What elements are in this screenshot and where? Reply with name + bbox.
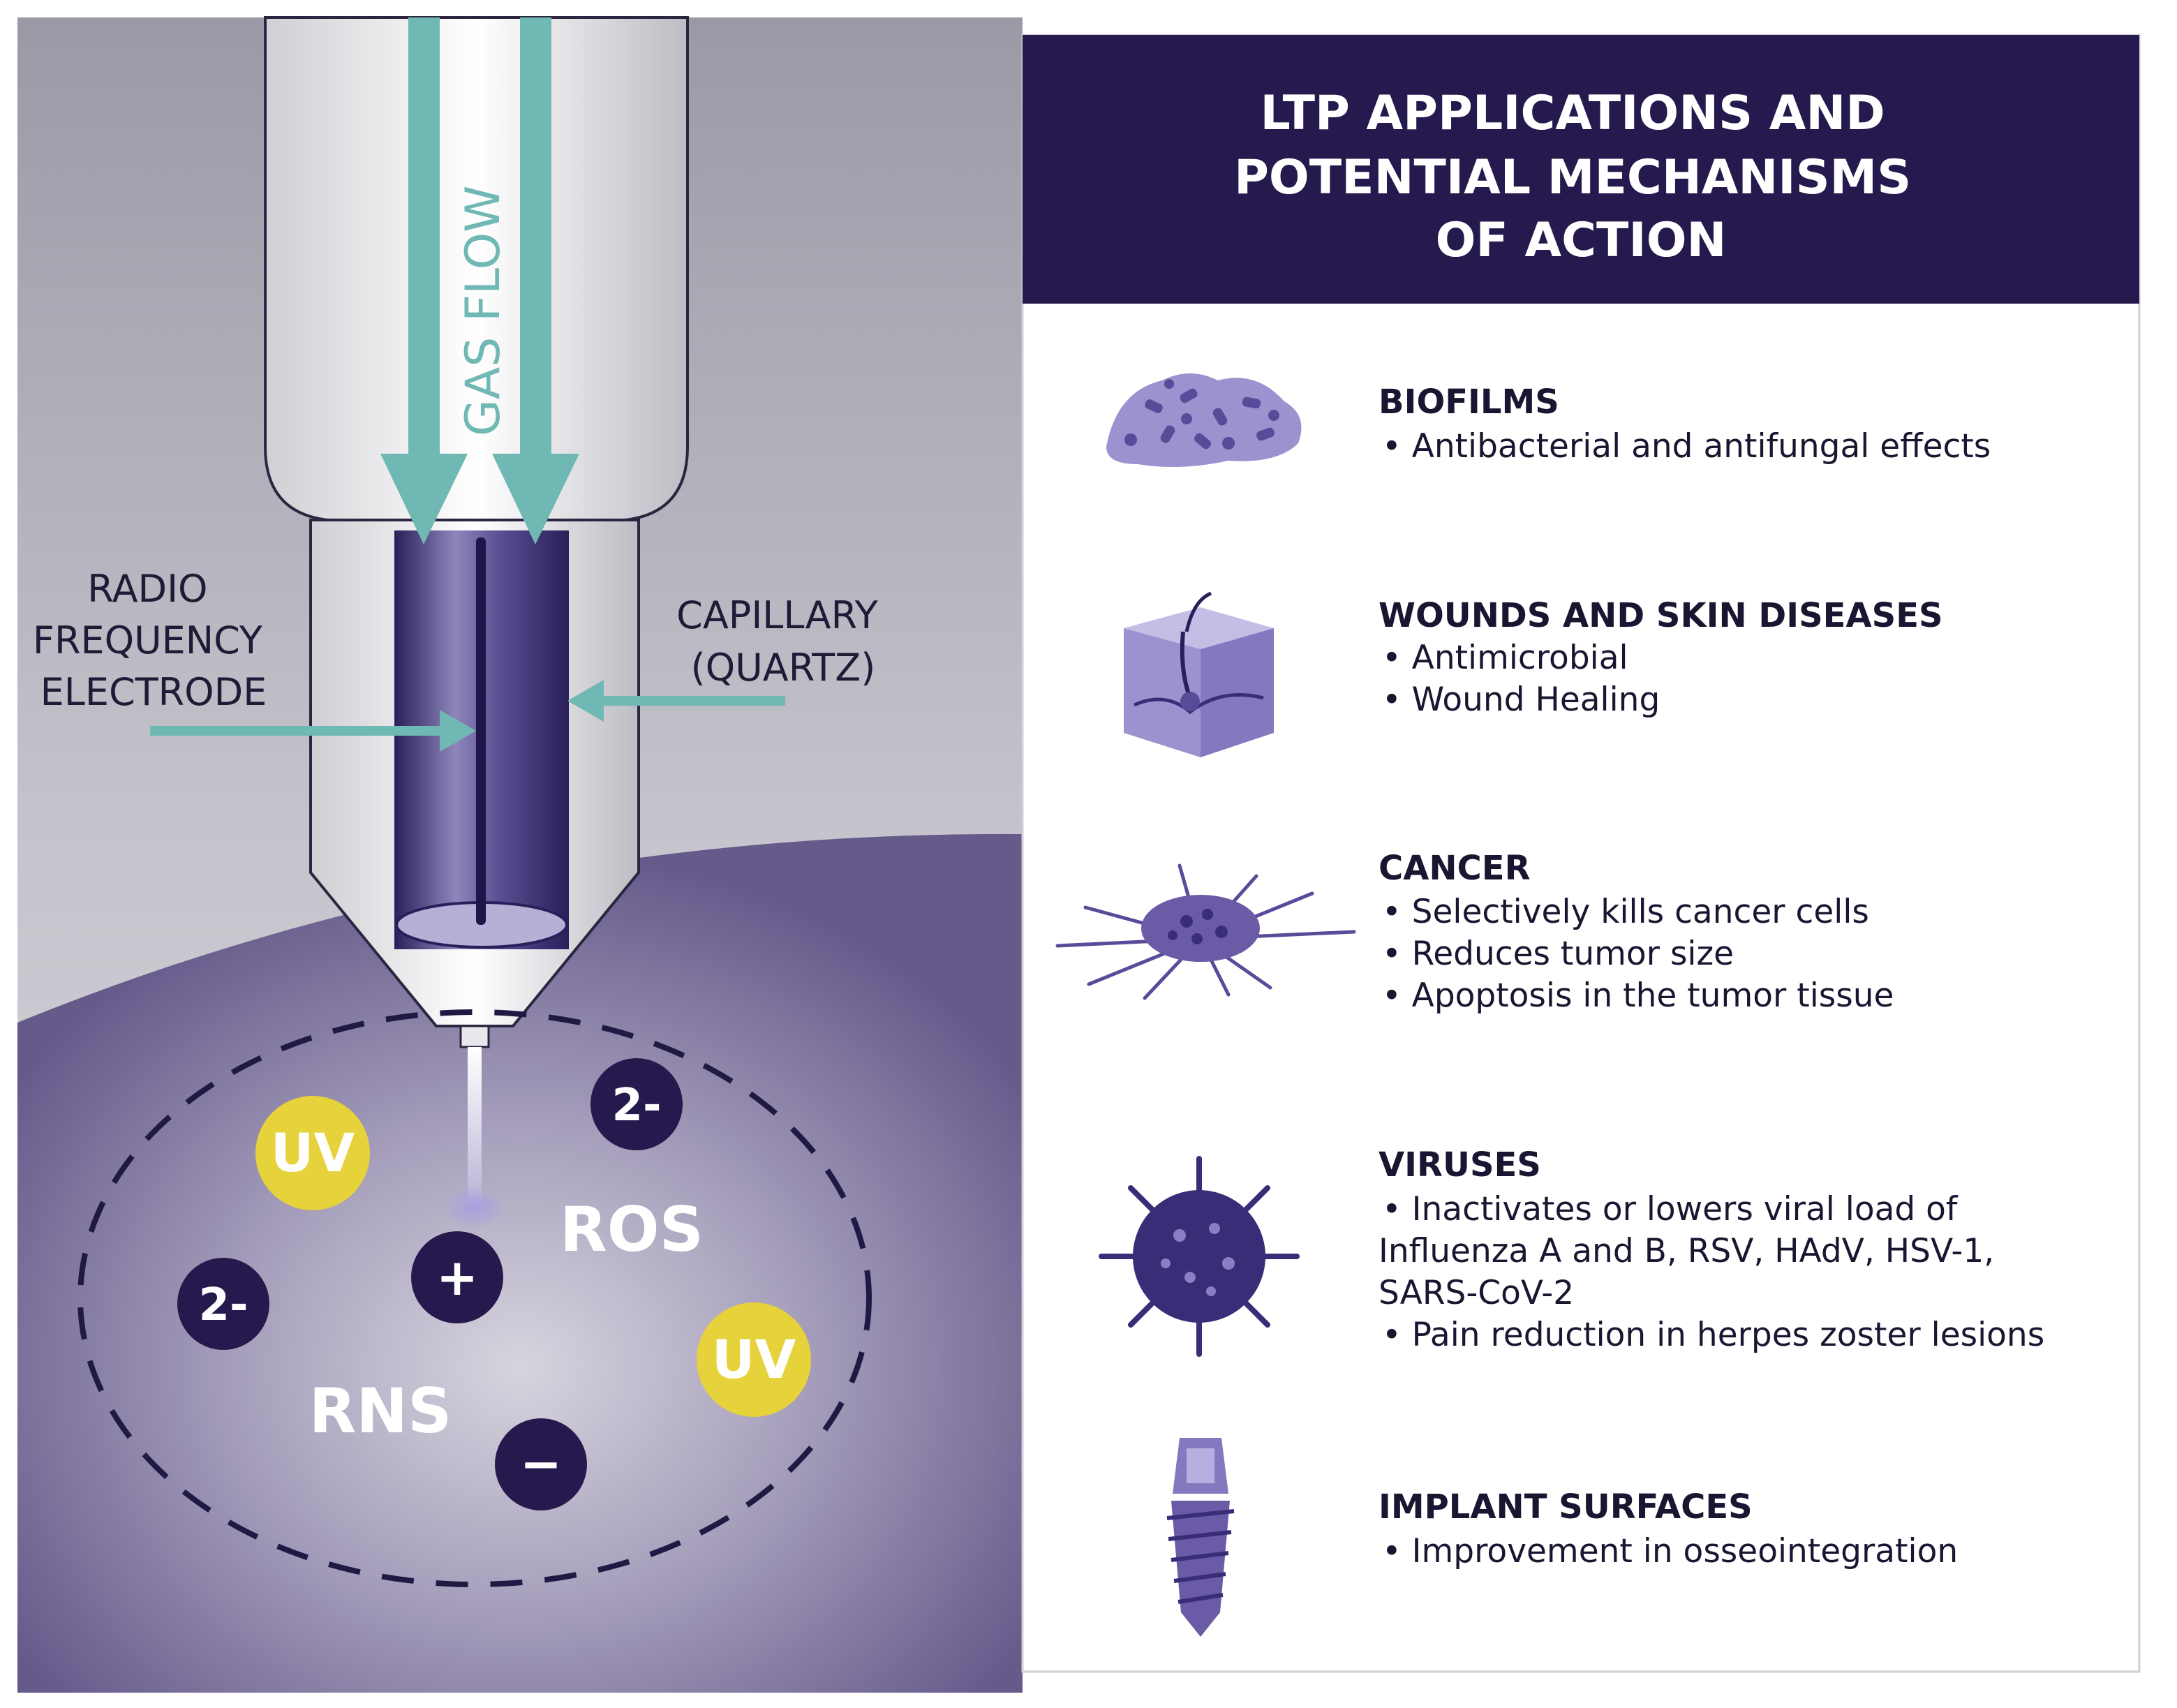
section-wounds: WOUNDS AND SKIN DISEASES • Antimicrobial… — [1124, 591, 1943, 757]
svg-text:2-: 2- — [198, 1279, 248, 1331]
annotation-arrows — [150, 680, 785, 752]
biofilm-icon — [1106, 373, 1302, 467]
plasma-glow — [443, 1187, 506, 1228]
svg-text:+: + — [436, 1248, 478, 1307]
rns-label: RNS — [309, 1375, 452, 1447]
plasma-needle — [468, 1047, 482, 1204]
tissue-surface — [17, 833, 1023, 1693]
applications-panel — [1021, 34, 2141, 1673]
section-bullets: • Improvement in osseointegration — [1382, 1532, 1958, 1570]
section-biofilms: BIOFILMS • Antibacterial and antifungal … — [1106, 373, 1991, 467]
rf-electrode — [476, 537, 486, 925]
species-cation: + — [411, 1231, 503, 1323]
section-cancer: CANCER • Selectively kills cancer cells … — [1055, 849, 1894, 1015]
reactive-species-region — [77, 1009, 872, 1587]
svg-text:2-: 2- — [611, 1080, 661, 1131]
species-uv-1: UV — [255, 1096, 370, 1210]
species-dianion-2: 2- — [177, 1258, 269, 1350]
ros-label: ROS — [560, 1194, 704, 1265]
skin-icon — [1124, 591, 1274, 757]
gas-flow-arrows — [380, 17, 579, 544]
section-title: CANCER — [1379, 849, 1531, 888]
species-dianion-1: 2- — [590, 1058, 683, 1150]
svg-text:UV: UV — [712, 1328, 796, 1390]
panel-title: LTP APPLICATIONS AND POTENTIAL MECHANISM… — [1234, 86, 1928, 268]
species-uv-2: UV — [697, 1302, 811, 1417]
virus-icon — [1099, 1156, 1300, 1357]
species-anion: − — [495, 1418, 587, 1510]
section-viruses: VIRUSES • Inactivates or lowers viral lo… — [1099, 1145, 2044, 1357]
panel-header — [1023, 35, 2139, 304]
svg-text:−: − — [520, 1434, 562, 1493]
section-title: VIRUSES — [1379, 1145, 1541, 1185]
capillary-label: CAPILLARY (QUARTZ) — [676, 593, 890, 690]
plasma-jet-device — [264, 16, 689, 1228]
electrode-label: RADIO FREQUENCY ELECTRODE — [33, 567, 274, 714]
section-title: BIOFILMS — [1379, 383, 1559, 422]
dental-implant-icon — [1166, 1438, 1235, 1637]
section-title: IMPLANT SURFACES — [1379, 1487, 1753, 1527]
section-bullets: • Antibacterial and antifungal effects — [1382, 427, 1991, 466]
section-implants: IMPLANT SURFACES • Improvement in osseoi… — [1166, 1438, 1958, 1637]
cancer-cell-icon — [1055, 863, 1356, 1000]
svg-text:UV: UV — [271, 1122, 355, 1184]
section-bullets: • Selectively kills cancer cells • Reduc… — [1382, 893, 1894, 1015]
nozzle-tip — [459, 1025, 490, 1048]
section-bullets: • Inactivates or lowers viral load of In… — [1379, 1190, 2044, 1354]
section-title: WOUNDS AND SKIN DISEASES — [1379, 596, 1943, 635]
gas-flow-label: GAS FLOW — [456, 186, 511, 436]
section-bullets: • Antimicrobial • Wound Healing — [1382, 639, 1660, 719]
